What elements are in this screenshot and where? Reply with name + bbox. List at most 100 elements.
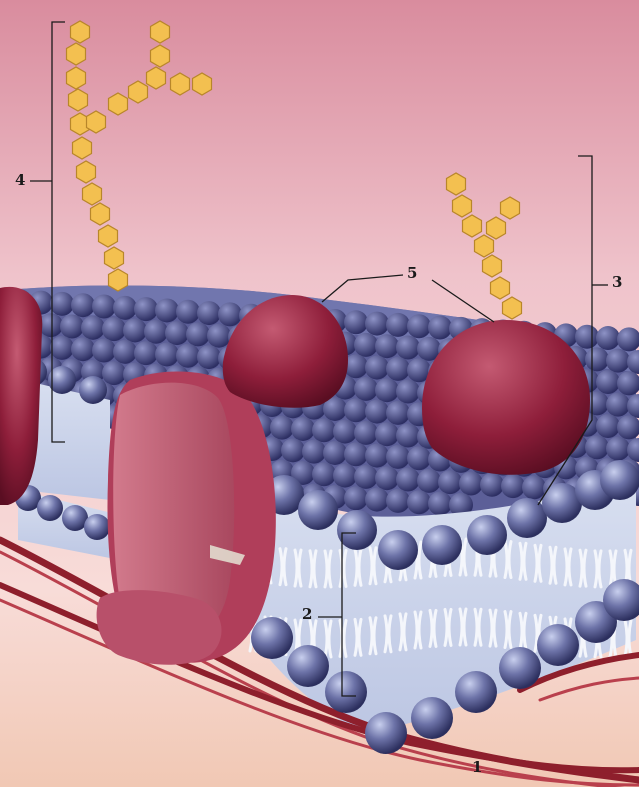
phospholipid-head bbox=[325, 671, 367, 713]
membrane-head bbox=[365, 312, 389, 336]
label-lipid-bilayer: 2 bbox=[302, 606, 312, 622]
membrane-head bbox=[501, 474, 525, 498]
phospholipid-head bbox=[79, 376, 107, 404]
sugar-unit bbox=[193, 73, 212, 95]
membrane-head bbox=[375, 422, 399, 446]
membrane-head bbox=[396, 336, 420, 360]
membrane-head bbox=[596, 326, 620, 350]
phospholipid-head bbox=[499, 647, 541, 689]
membrane-head bbox=[186, 322, 210, 346]
phospholipid-head bbox=[337, 510, 377, 550]
membrane-head bbox=[113, 296, 137, 320]
membrane-head bbox=[291, 417, 315, 441]
membrane-head bbox=[575, 325, 599, 349]
sugar-unit bbox=[83, 183, 102, 205]
membrane-head bbox=[155, 342, 179, 366]
membrane-head bbox=[176, 300, 200, 324]
sugar-unit bbox=[77, 161, 96, 183]
label-glycolipid: 4 bbox=[15, 172, 25, 188]
phospholipid-head bbox=[422, 525, 462, 565]
sugar-unit bbox=[71, 21, 90, 43]
phospholipid-head bbox=[251, 617, 293, 659]
membrane-head bbox=[365, 400, 389, 424]
membrane-head bbox=[365, 444, 389, 468]
sugar-unit bbox=[475, 235, 494, 257]
membrane-head bbox=[365, 356, 389, 380]
membrane-head bbox=[207, 324, 231, 348]
membrane-head bbox=[522, 475, 546, 499]
membrane-head bbox=[197, 301, 221, 325]
membrane-head bbox=[165, 321, 189, 345]
membrane-head bbox=[81, 316, 105, 340]
phospholipid-head bbox=[467, 515, 507, 555]
sugar-unit bbox=[67, 67, 86, 89]
sugar-unit bbox=[487, 217, 506, 239]
membrane-head bbox=[155, 298, 179, 322]
membrane-head bbox=[144, 320, 168, 344]
membrane-head bbox=[354, 465, 378, 489]
membrane-head bbox=[92, 295, 116, 319]
membrane-head bbox=[396, 380, 420, 404]
membrane-head bbox=[375, 334, 399, 358]
membrane-head bbox=[344, 442, 368, 466]
phospholipid-head bbox=[600, 460, 639, 500]
membrane-head bbox=[50, 292, 74, 316]
membrane-head bbox=[407, 314, 431, 338]
membrane-head bbox=[365, 488, 389, 512]
membrane-head bbox=[407, 490, 431, 514]
membrane-head bbox=[71, 293, 95, 317]
sugar-unit bbox=[147, 67, 166, 89]
membrane-head bbox=[71, 337, 95, 361]
membrane-head bbox=[375, 378, 399, 402]
label-glycoprotein: 3 bbox=[612, 274, 622, 290]
sugar-unit bbox=[99, 225, 118, 247]
phospholipid-head bbox=[298, 490, 338, 530]
membrane-head bbox=[134, 297, 158, 321]
membrane-head bbox=[333, 464, 357, 488]
phospholipid-head bbox=[84, 514, 110, 540]
label-peripheral-proteins: 5 bbox=[407, 265, 417, 281]
membrane-head bbox=[50, 336, 74, 360]
membrane-head bbox=[417, 469, 441, 493]
sugar-unit bbox=[109, 269, 128, 291]
phospholipid-head bbox=[507, 498, 547, 538]
membrane-head bbox=[60, 315, 84, 339]
membrane-head bbox=[333, 420, 357, 444]
label-cytoskeleton: 1 bbox=[472, 759, 482, 775]
sugar-unit bbox=[105, 247, 124, 269]
phospholipid-head bbox=[411, 697, 453, 739]
membrane-head bbox=[344, 398, 368, 422]
sugar-unit bbox=[503, 297, 522, 319]
membrane-head bbox=[39, 313, 63, 337]
membrane-head bbox=[312, 418, 336, 442]
membrane-head bbox=[312, 462, 336, 486]
membrane-head bbox=[323, 441, 347, 465]
sugar-unit bbox=[501, 197, 520, 219]
membrane-head bbox=[396, 468, 420, 492]
membrane-head bbox=[197, 345, 221, 369]
membrane-head bbox=[113, 340, 137, 364]
sugar-unit bbox=[171, 73, 190, 95]
membrane-head bbox=[386, 489, 410, 513]
membrane-head bbox=[386, 313, 410, 337]
membrane-head bbox=[606, 393, 630, 417]
membrane-head bbox=[606, 437, 630, 461]
phospholipid-head bbox=[287, 645, 329, 687]
sugar-unit bbox=[109, 93, 128, 115]
sugar-unit bbox=[151, 45, 170, 67]
phospholipid-head bbox=[37, 495, 63, 521]
membrane-head bbox=[344, 310, 368, 334]
membrane-head bbox=[480, 473, 504, 497]
sugar-unit bbox=[73, 137, 92, 159]
sugar-unit bbox=[87, 111, 106, 133]
sugar-unit bbox=[453, 195, 472, 217]
membrane-head bbox=[375, 466, 399, 490]
membrane-head bbox=[281, 438, 305, 462]
sugar-unit bbox=[483, 255, 502, 277]
phospholipid-head bbox=[537, 624, 579, 666]
membrane-head bbox=[134, 341, 158, 365]
membrane-head bbox=[428, 316, 452, 340]
membrane-head bbox=[344, 486, 368, 510]
membrane-head bbox=[386, 401, 410, 425]
